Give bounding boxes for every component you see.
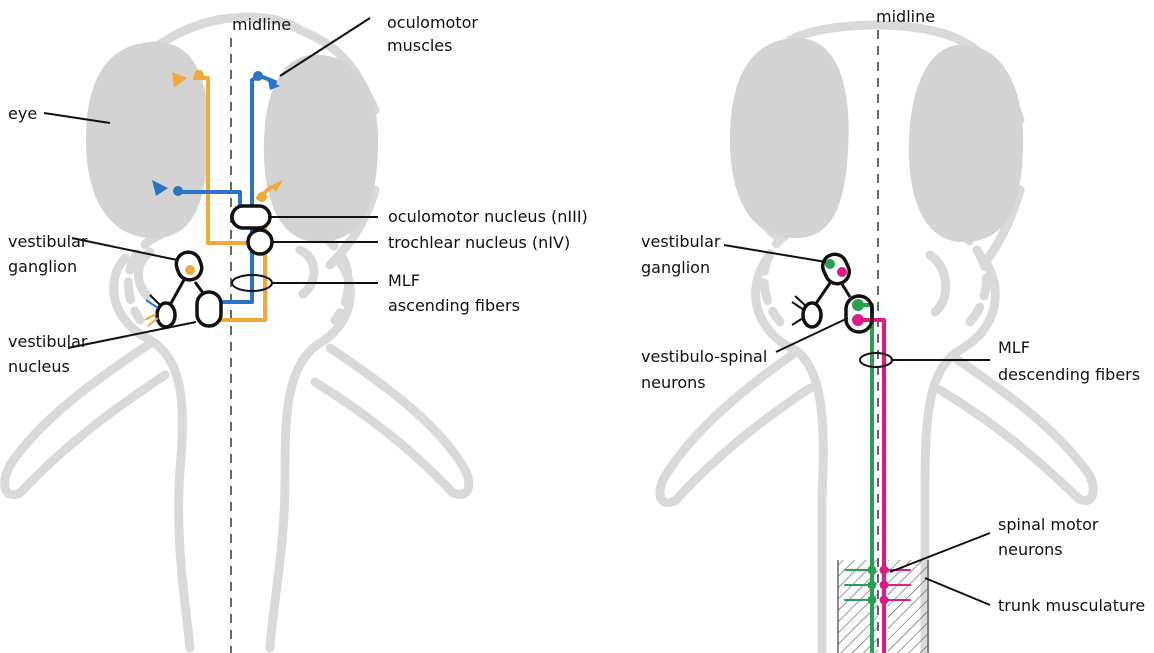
- vestibular-nucleus-leader: [67, 321, 197, 349]
- right-midline-label: midline: [876, 7, 935, 26]
- vestibular-nucleus-label-1: vestibular: [8, 332, 88, 351]
- trunk-musculature-label: trunk musculature: [998, 596, 1145, 615]
- trunk-musculature-leader: [924, 577, 991, 606]
- spinal-motor-label-1: spinal motor: [998, 515, 1099, 534]
- oculomotor-muscles-leader: [279, 17, 371, 77]
- spinal-motor-leader: [889, 532, 991, 573]
- left-larva-outline: [0, 12, 474, 653]
- spinal-motor-label-2: neurons: [998, 540, 1063, 559]
- right-panel: midline vestibular ganglion vestibulo-sp…: [641, 7, 1145, 653]
- right-larva-outline: [655, 20, 1098, 653]
- vestibulo-spinal-label-2: neurons: [641, 373, 706, 392]
- right-vestibular-ganglion-label-2: ganglion: [641, 258, 710, 277]
- vestibular-ganglion-leader: [71, 237, 178, 261]
- left-eye-left: [86, 41, 209, 239]
- right-mlf-ellipse: [859, 352, 893, 368]
- mlf-ascending-label-2: ascending fibers: [388, 296, 520, 315]
- trochlear-nucleus-label: trochlear nucleus (nIV): [388, 233, 570, 252]
- mlf-ascending-label-1: MLF: [388, 271, 420, 290]
- left-midline-label: midline: [232, 15, 291, 34]
- vestibulo-spinal-leader: [775, 317, 849, 353]
- oculomotor-muscles-label-2: muscles: [387, 36, 452, 55]
- right-eye-left: [730, 37, 849, 239]
- left-vestibular-circuit: [144, 250, 223, 329]
- right-vestibular-ganglion-label-1: vestibular: [641, 232, 721, 251]
- left-panel: midline oculomotor muscles eye oculomoto…: [0, 12, 588, 653]
- vestibular-ganglion-label-2: ganglion: [8, 257, 77, 276]
- eye-label: eye: [8, 104, 37, 123]
- right-vestibular-circuit: [791, 252, 874, 334]
- vestibulo-spinal-label-1: vestibulo-spinal: [641, 347, 767, 366]
- right-eye-right: [908, 44, 1024, 243]
- mlf-descending-label-2: descending fibers: [998, 365, 1140, 384]
- oculomotor-nucleus-shape: [230, 204, 272, 230]
- vestibular-ganglion-label-1: vestibular: [8, 232, 88, 251]
- mlf-descending-label-1: MLF: [998, 338, 1030, 357]
- left-eye-right: [263, 54, 379, 242]
- right-vestibular-ganglion-leader: [723, 244, 827, 263]
- trochlear-pathway: [152, 71, 280, 305]
- oculomotor-nucleus-label: oculomotor nucleus (nIII): [388, 207, 588, 226]
- trochlear-nucleus-shape: [246, 228, 274, 256]
- oculomotor-muscles-label-1: oculomotor: [387, 13, 478, 32]
- vestibular-nucleus-label-2: nucleus: [8, 357, 70, 376]
- eye-leader: [43, 112, 111, 124]
